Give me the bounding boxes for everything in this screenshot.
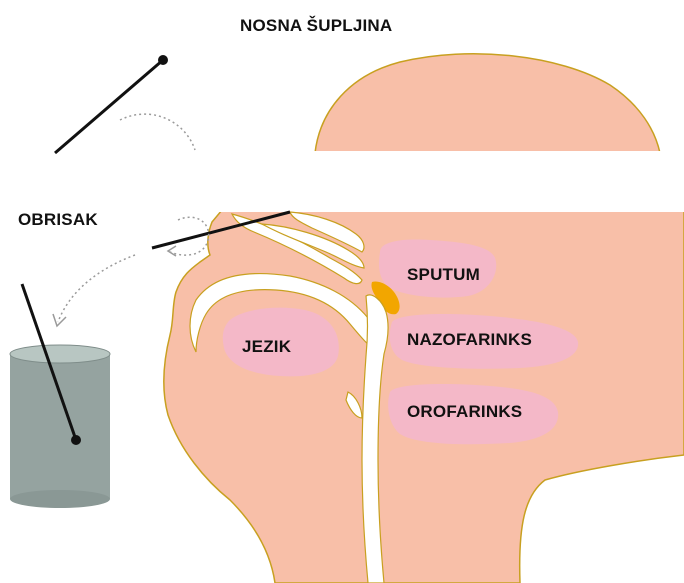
label-nazofarinks: NAZOFARINKS [407, 330, 532, 350]
dotted-arrow-to-container-head [53, 314, 66, 326]
dotted-arrow-upper [120, 114, 195, 150]
swab-upper-fragment [55, 55, 195, 153]
head-top-fragment [305, 54, 675, 157]
container-top [10, 345, 110, 363]
label-obrisak: OBRISAK [18, 210, 98, 230]
label-jezik: JEZIK [242, 337, 291, 357]
head-top-shape [315, 54, 660, 153]
container-swab-tip [71, 435, 81, 445]
label-orofarinks: OROFARINKS [407, 402, 522, 422]
container-body [10, 354, 110, 499]
dotted-arrow-curl-head [168, 246, 176, 256]
label-sputum: SPUTUM [407, 265, 480, 285]
label-nosna-supljina: NOSNA ŠUPLJINA [240, 16, 392, 36]
swab-upper-tip [158, 55, 168, 65]
container-bottom [10, 490, 110, 508]
dotted-arrow-to-container [58, 255, 135, 322]
head-cross-section [164, 204, 684, 583]
swab-upper-stick [55, 60, 163, 153]
